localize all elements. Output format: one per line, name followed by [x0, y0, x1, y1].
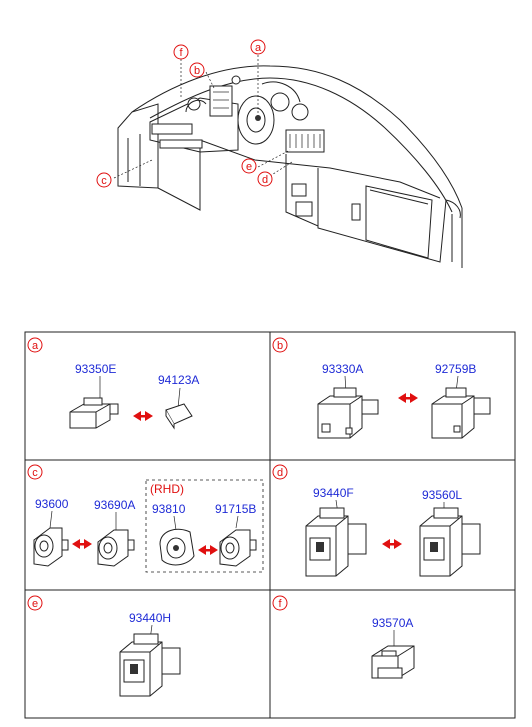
parts-grid: [24, 331, 516, 719]
switch-icon: [419, 507, 481, 577]
part-number[interactable]: 92759B: [435, 362, 476, 376]
rhd-label: (RHD): [150, 482, 184, 496]
switch-icon: [69, 397, 119, 429]
part-number[interactable]: 93560L: [422, 488, 462, 502]
callout-a[interactable]: a: [250, 39, 266, 55]
socket-icon: [33, 527, 69, 567]
panel-tag: c: [32, 467, 38, 479]
part-number[interactable]: 94123A: [158, 373, 199, 387]
part-number[interactable]: 91715B: [215, 502, 256, 516]
switch-icon: [305, 507, 367, 577]
part-number[interactable]: 93330A: [322, 362, 363, 376]
panel-tag: f: [278, 598, 282, 610]
double-arrow-icon: [382, 539, 402, 549]
part-number[interactable]: 93350E: [75, 362, 116, 376]
double-arrow-icon: [398, 393, 418, 403]
double-arrow-icon: [198, 545, 218, 555]
panel-a: a 93350E 94123A: [27, 337, 199, 430]
svg-text:d: d: [262, 174, 268, 186]
part-number[interactable]: 93570A: [372, 616, 413, 630]
switch-icon: [317, 387, 379, 439]
switch-icon: [119, 633, 181, 697]
double-arrow-icon: [72, 539, 92, 549]
part-number[interactable]: 93440F: [313, 486, 354, 500]
panel-tag: b: [277, 340, 283, 352]
panel-d: d 93440F 93560L: [272, 464, 481, 577]
part-number[interactable]: 93690A: [94, 498, 135, 512]
callout-c[interactable]: c: [96, 172, 112, 188]
socket-icon: [97, 529, 135, 567]
svg-text:e: e: [246, 161, 252, 173]
panel-f: f 93570A: [272, 595, 415, 679]
socket-icon: [219, 529, 257, 567]
panel-c: c 93600 93690A (RHD) 93810 91715B: [27, 464, 264, 573]
part-number[interactable]: 93810: [152, 502, 186, 516]
part-number[interactable]: 93440H: [129, 611, 171, 625]
part-number[interactable]: 93600: [35, 497, 69, 511]
svg-text:f: f: [179, 47, 183, 59]
socket-icon: [159, 528, 195, 566]
callout-e[interactable]: e: [241, 158, 257, 174]
callout-b[interactable]: b: [189, 62, 205, 78]
panel-b: b 93330A 92759B: [272, 337, 491, 439]
callout-d[interactable]: d: [257, 171, 273, 187]
panel-e: e 93440H: [27, 595, 181, 697]
dashboard-illustration: [113, 55, 463, 268]
panel-tag: d: [277, 467, 283, 479]
panel-tag: e: [32, 598, 38, 610]
rhd-group-box: [145, 479, 264, 573]
callout-f[interactable]: f: [173, 44, 189, 60]
switch-icon: [371, 645, 415, 679]
panel-tag: a: [32, 340, 39, 352]
lamp-icon: [431, 387, 491, 439]
svg-text:c: c: [101, 175, 107, 187]
svg-text:a: a: [255, 42, 262, 54]
cap-icon: [165, 403, 193, 430]
svg-text:b: b: [194, 65, 200, 77]
double-arrow-icon: [133, 411, 153, 421]
